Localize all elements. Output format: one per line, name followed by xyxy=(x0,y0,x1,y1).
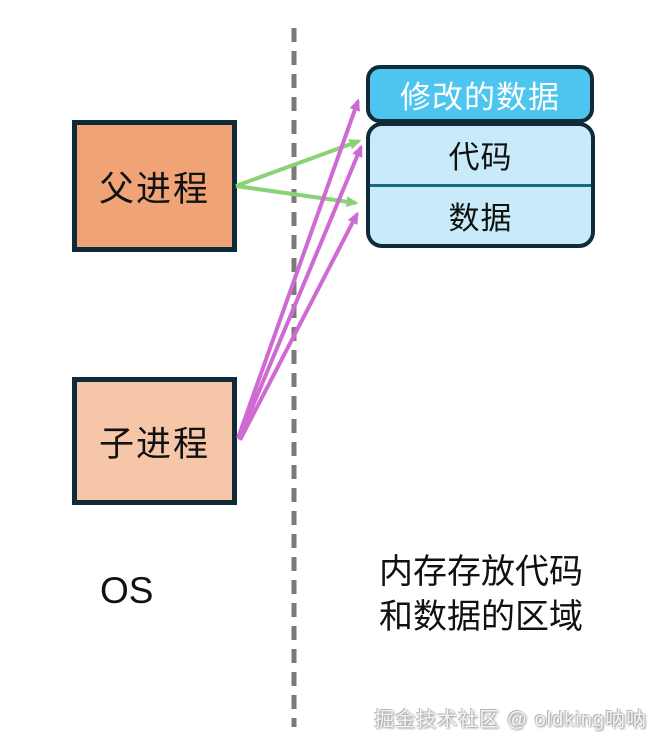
arrow-child-to-modified-data xyxy=(236,98,360,439)
data-label: 数据 xyxy=(448,200,513,236)
arrow-child-to-code xyxy=(237,144,363,440)
parent-process-box: 父进程 xyxy=(72,120,237,252)
code-data-block: 代码 数据 xyxy=(366,122,595,248)
watermark-text: 掘金技术社区 @ oldking呐呐 xyxy=(374,709,647,731)
code-block: 代码 xyxy=(370,126,591,187)
data-block: 数据 xyxy=(370,187,591,245)
arrows-group xyxy=(235,98,363,441)
memory-region-label-line1: 内存存放代码 xyxy=(379,553,583,591)
os-region-label: OS xyxy=(100,570,154,611)
code-label: 代码 xyxy=(448,140,513,176)
modified-data-block: 修改的数据 xyxy=(366,65,594,123)
arrow-parent-to-data xyxy=(235,184,359,208)
memory-region-label: 内存存放代码 和数据的区域 xyxy=(364,550,598,640)
modified-data-label: 修改的数据 xyxy=(400,79,560,115)
child-process-label: 子进程 xyxy=(98,424,210,464)
arrow-child-to-data xyxy=(238,211,359,441)
arrow-parent-to-code xyxy=(235,139,362,188)
child-process-box: 子进程 xyxy=(72,377,237,505)
memory-region-label-line2: 和数据的区域 xyxy=(379,598,583,636)
parent-process-label: 父进程 xyxy=(98,169,210,209)
